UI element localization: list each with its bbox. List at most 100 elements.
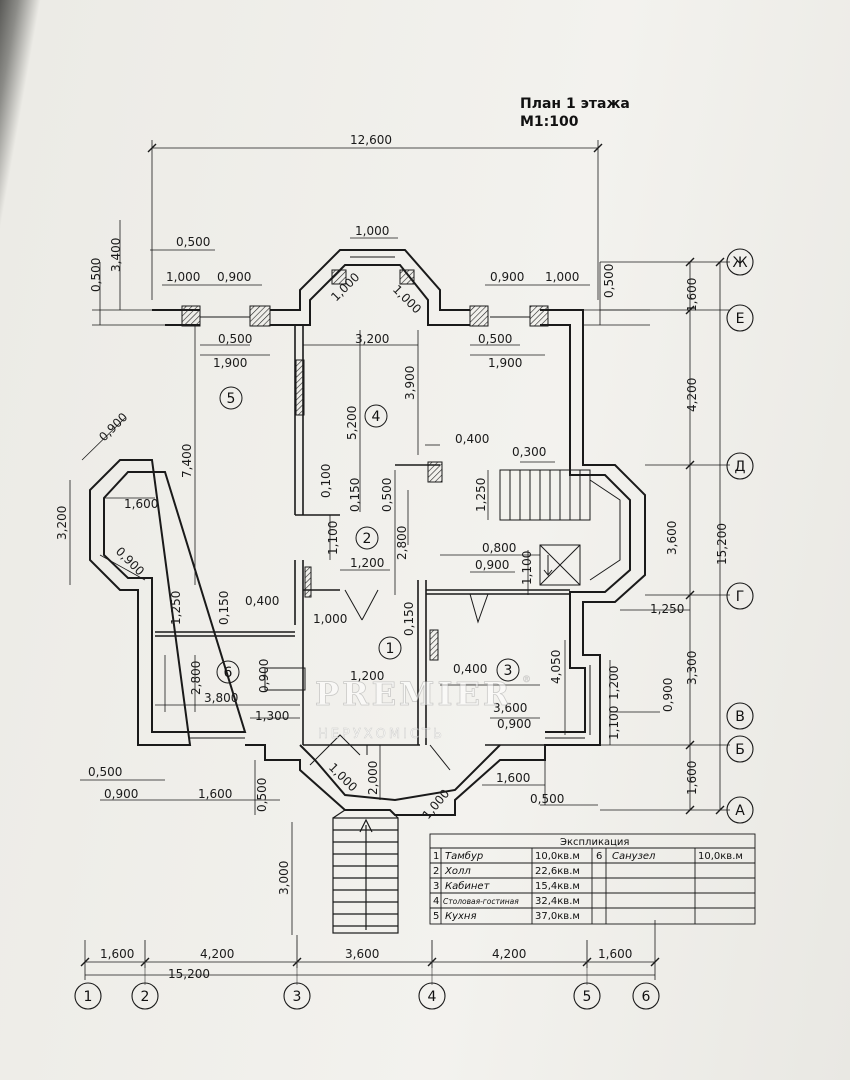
dim-label: 1,200 bbox=[350, 556, 384, 570]
legend-row-4-n: 4 bbox=[433, 896, 439, 907]
dim-label: 0,400 bbox=[455, 432, 489, 446]
dim-label: 1,900 bbox=[213, 356, 247, 370]
dim-label: 4,200 bbox=[200, 947, 234, 961]
dim-label: 1,600 bbox=[598, 947, 632, 961]
dim-label: 1,100 bbox=[520, 551, 534, 585]
dim-label: 0,500 bbox=[89, 258, 103, 292]
dim-label: 0,500 bbox=[218, 332, 252, 346]
dim-label: 0,150 bbox=[348, 478, 362, 512]
dim-label: 2,800 bbox=[395, 526, 409, 560]
dim-label: 1,100 bbox=[607, 706, 621, 740]
room-1-label: 1 bbox=[386, 641, 395, 657]
legend-row-3-name: Кабинет bbox=[445, 880, 491, 892]
dim-label: 1,000 bbox=[545, 270, 579, 284]
dim-label: 5,200 bbox=[345, 406, 359, 440]
dim-label: 0,800 bbox=[482, 541, 516, 555]
column-axis-markers bbox=[74, 982, 660, 1010]
dim-label: 0,900 bbox=[96, 410, 130, 444]
axis-row-v: В bbox=[735, 709, 745, 725]
door-swings bbox=[264, 589, 489, 755]
dim-label: 1,600 bbox=[685, 278, 699, 312]
legend-row-4-area: 32,4кв.м bbox=[535, 896, 580, 907]
legend-row-6-area: 10,0кв.м bbox=[698, 851, 743, 862]
dim-label: 0,500 bbox=[88, 765, 122, 779]
axis-row-g: Г bbox=[736, 589, 745, 605]
dim-label: 0,900 bbox=[104, 787, 138, 801]
axis-row-a: А bbox=[735, 803, 745, 819]
axis-leaders bbox=[144, 940, 588, 985]
legend-row-5-area: 37,0кв.м bbox=[535, 911, 580, 922]
axis-row-d: Д bbox=[735, 459, 746, 475]
dim-label: 1,000 bbox=[313, 612, 347, 626]
dim-label: 2,000 bbox=[366, 761, 380, 795]
dim-label: 1,000 bbox=[355, 224, 389, 238]
legend-row-4-name: Столовая-гостиная bbox=[443, 897, 519, 906]
dim-label: 0,150 bbox=[402, 602, 416, 636]
dim-label: 3,600 bbox=[665, 521, 679, 555]
entry-bay-outline bbox=[309, 734, 451, 771]
entry-staircase bbox=[332, 809, 399, 934]
dim-label: 2,800 bbox=[189, 661, 203, 695]
plan-title: План 1 этажа bbox=[520, 96, 630, 112]
room-4-label: 4 bbox=[372, 409, 381, 425]
dim-label: 0,500 bbox=[380, 478, 394, 512]
dim-label: 1,000 bbox=[420, 787, 453, 822]
dim-label: 0,500 bbox=[255, 778, 269, 812]
room-2-label: 2 bbox=[363, 531, 372, 547]
room-6-label: 6 bbox=[224, 665, 233, 681]
axis-col-5: 5 bbox=[583, 989, 592, 1005]
dim-label: 4,200 bbox=[492, 947, 526, 961]
watermark-brand: PREMIER bbox=[315, 675, 512, 713]
legend-header: Экспликация bbox=[560, 837, 629, 848]
dim-label: 0,150 bbox=[217, 591, 231, 625]
dim-label: 0,900 bbox=[490, 270, 524, 284]
dim-label: 3,900 bbox=[403, 366, 417, 400]
axis-row-b: Б bbox=[735, 742, 745, 758]
dimension-ticks bbox=[80, 143, 725, 967]
dim-label: 1,600 bbox=[685, 761, 699, 795]
dim-label: 3,600 bbox=[493, 701, 527, 715]
dim-label: 0,900 bbox=[257, 659, 271, 693]
watermark-logo: PREMIER ® НЕРУХОМІСТЬ bbox=[315, 675, 534, 743]
windows bbox=[190, 256, 591, 739]
axis-col-4: 4 bbox=[428, 989, 437, 1005]
axis-col-1: 1 bbox=[84, 989, 93, 1005]
legend-row-5-name: Кухня bbox=[445, 911, 477, 922]
dim-label: 1,600 bbox=[198, 787, 232, 801]
legend-row-2-name: Холл bbox=[444, 866, 471, 877]
dim-label: 1,300 bbox=[255, 709, 289, 723]
axis-row-e: Е bbox=[736, 311, 745, 327]
legend-row-2-area: 22,6кв.м bbox=[535, 866, 580, 877]
dim-label: 15,200 bbox=[168, 967, 210, 981]
dim-label: 0,300 bbox=[512, 445, 546, 459]
dim-label: 1,100 bbox=[326, 521, 340, 555]
dim-label: 7,400 bbox=[180, 444, 194, 478]
dim-label: 3,200 bbox=[355, 332, 389, 346]
dim-label: 3,400 bbox=[109, 238, 123, 272]
dim-label: 1,250 bbox=[169, 591, 183, 625]
outer-wall-contour bbox=[89, 249, 646, 816]
legend-row-1-name: Тамбур bbox=[445, 850, 483, 862]
legend-row-6-name: Санузел bbox=[612, 851, 656, 862]
legend-row-5-n: 5 bbox=[433, 911, 439, 922]
dim-label: 0,500 bbox=[478, 332, 512, 346]
dim-label: 1,600 bbox=[100, 947, 134, 961]
dim-label: 1,600 bbox=[496, 771, 530, 785]
dim-label: 1,900 bbox=[488, 356, 522, 370]
dim-label: 0,500 bbox=[602, 264, 616, 298]
dim-label: 0,100 bbox=[319, 464, 333, 498]
dim-label: 3,600 bbox=[345, 947, 379, 961]
watermark-sub: НЕРУХОМІСТЬ bbox=[318, 727, 445, 742]
axis-col-6: 6 bbox=[642, 989, 651, 1005]
room-markers bbox=[216, 386, 520, 684]
watermark-reg: ® bbox=[522, 675, 534, 685]
dim-label: 0,900 bbox=[497, 717, 531, 731]
axis-col-3: 3 bbox=[293, 989, 302, 1005]
dim-label: 3,000 bbox=[277, 861, 291, 895]
dim-label: 4,050 bbox=[549, 650, 563, 684]
dim-label: 3,300 bbox=[685, 651, 699, 685]
dim-label: 1,000 bbox=[166, 270, 200, 284]
dim-label: 12,600 bbox=[350, 133, 392, 147]
